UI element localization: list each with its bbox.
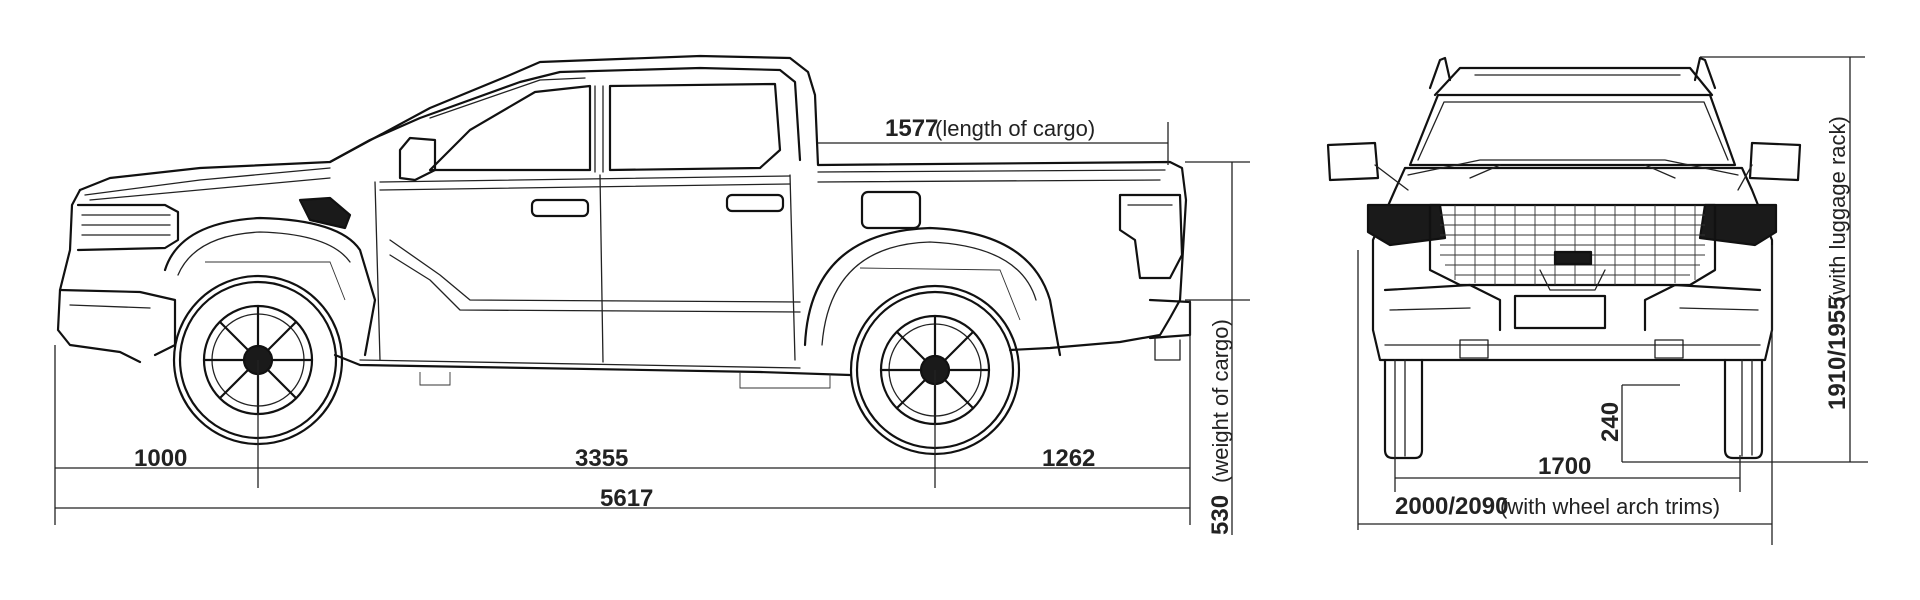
side-dimension-lines bbox=[54, 122, 1250, 535]
dim-length-of-cargo-value: 1577 bbox=[885, 115, 938, 142]
dim-wheelbase: 3355 bbox=[575, 445, 628, 472]
dim-length-of-cargo: 1577 (length of cargo) bbox=[885, 115, 1095, 142]
dim-rear-overhang: 1262 bbox=[1042, 445, 1095, 472]
dim-height-note: (with luggage rack) bbox=[1825, 116, 1850, 302]
dim-ground-clearance-value: 240 bbox=[1597, 402, 1624, 442]
dim-width-note: (with wheel arch trims) bbox=[1500, 494, 1720, 519]
dim-track: 1700 bbox=[1538, 453, 1591, 480]
dim-front-overhang: 1000 bbox=[134, 445, 187, 472]
front-dimension-lines bbox=[1357, 56, 1868, 545]
truck-side-view bbox=[56, 54, 1192, 389]
dim-width: 2000/2090 (with wheel arch trims) bbox=[1395, 493, 1720, 520]
dim-weight-of-cargo-note: (weight of cargo) bbox=[1208, 319, 1233, 483]
dim-weight-of-cargo: 530 (weight of cargo) bbox=[1207, 319, 1234, 535]
truck-front-view bbox=[1326, 56, 1802, 460]
dim-height-value: 1910/1955 bbox=[1824, 297, 1851, 410]
grille-pattern bbox=[1440, 205, 1705, 285]
dim-overall-length: 5617 bbox=[600, 485, 653, 512]
dim-width-value: 2000/2090 bbox=[1395, 493, 1508, 520]
dim-weight-of-cargo-value: 530 bbox=[1207, 495, 1234, 535]
dim-height: 1910/1955 (with luggage rack) bbox=[1824, 116, 1851, 410]
dim-length-of-cargo-note: (length of cargo) bbox=[935, 116, 1095, 141]
dim-ground-clearance: 240 bbox=[1597, 402, 1624, 442]
